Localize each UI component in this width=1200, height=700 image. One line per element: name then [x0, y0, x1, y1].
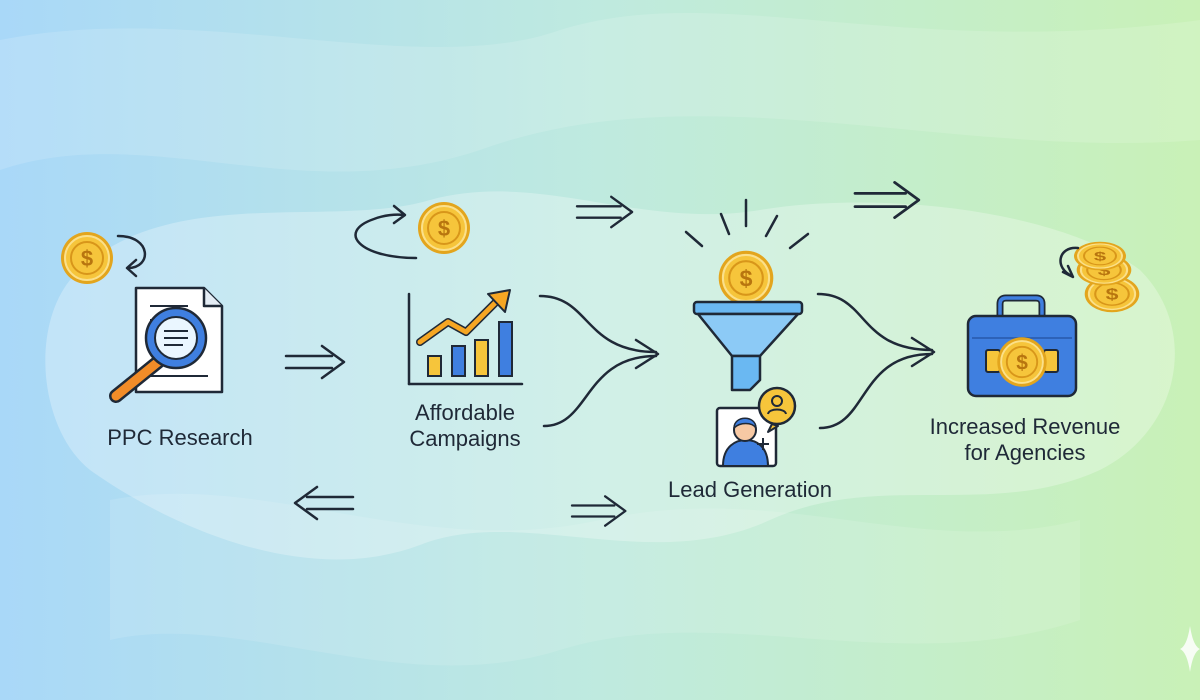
stage-label-line: for Agencies — [964, 440, 1086, 465]
growth-chart-icon — [407, 289, 524, 386]
stage-label-line: Campaigns — [409, 426, 521, 451]
stage-label-lead-generation: Lead Generation — [630, 477, 870, 503]
stage-label-line: Increased Revenue — [929, 414, 1121, 439]
magnifier-document-icon — [109, 286, 224, 403]
curved-arrow-icon — [1059, 246, 1080, 279]
double-arrow-right-icon — [853, 181, 921, 219]
curved-arrow-icon — [116, 234, 146, 278]
stage-label-line: PPC Research — [107, 425, 253, 450]
coin-stack-icon — [1073, 240, 1141, 314]
merge-arrow-icon — [538, 294, 660, 428]
double-arrow-right-icon — [575, 195, 634, 229]
stage-label-affordable-campaigns: Affordable Campaigns — [360, 400, 570, 452]
stage-label-line: Affordable — [415, 400, 515, 425]
coin-icon — [60, 231, 114, 285]
briefcase-dollar-icon — [966, 294, 1078, 398]
stage-label-increased-revenue: Increased Revenue for Agencies — [900, 414, 1150, 466]
stage-label-ppc-research: PPC Research — [60, 425, 300, 451]
new-lead-profile-icon — [715, 386, 797, 468]
stage-label-line: Lead Generation — [668, 477, 832, 502]
merge-arrow-icon — [816, 292, 936, 430]
double-arrow-right-icon — [570, 495, 627, 527]
coin-icon — [417, 201, 471, 255]
double-arrow-right-icon — [284, 344, 346, 380]
circular-arrow-icon — [354, 204, 418, 260]
funnel-icon — [684, 198, 810, 392]
double-arrow-left-icon — [293, 485, 355, 521]
